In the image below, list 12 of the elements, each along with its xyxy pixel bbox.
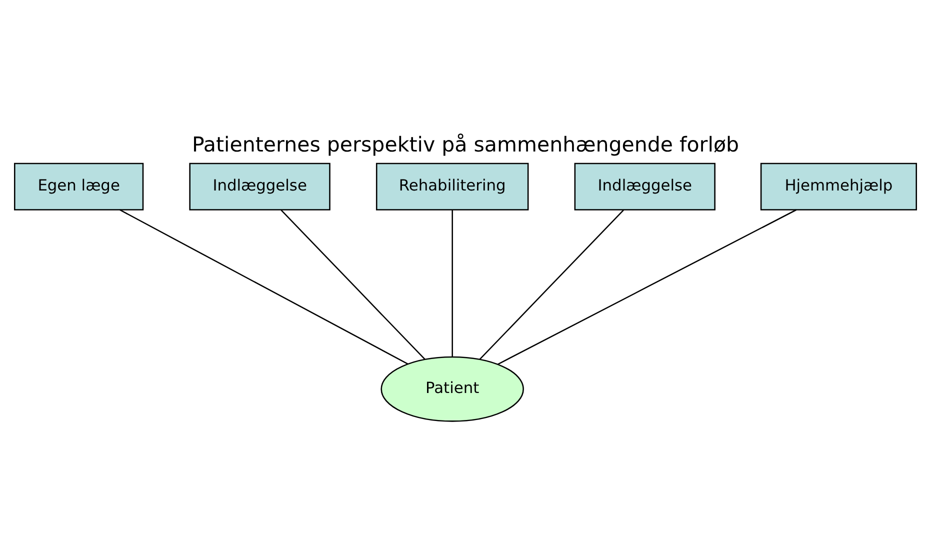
- connector: [497, 209, 796, 365]
- node-box: Hjemmehjælp: [760, 162, 916, 210]
- connector: [478, 210, 624, 360]
- node-box: Indlæggelse: [188, 162, 330, 210]
- node-box: Rehabilitering: [375, 162, 528, 210]
- node-ellipse: Patient: [380, 356, 524, 422]
- node-box: Indlæggelse: [574, 162, 715, 210]
- connector: [119, 209, 408, 365]
- connector: [451, 210, 452, 358]
- connector: [280, 210, 425, 360]
- node-box: Egen læge: [14, 162, 144, 210]
- diagram-title: Patienternes perspektiv på sammenhængende forløb: [191, 132, 739, 157]
